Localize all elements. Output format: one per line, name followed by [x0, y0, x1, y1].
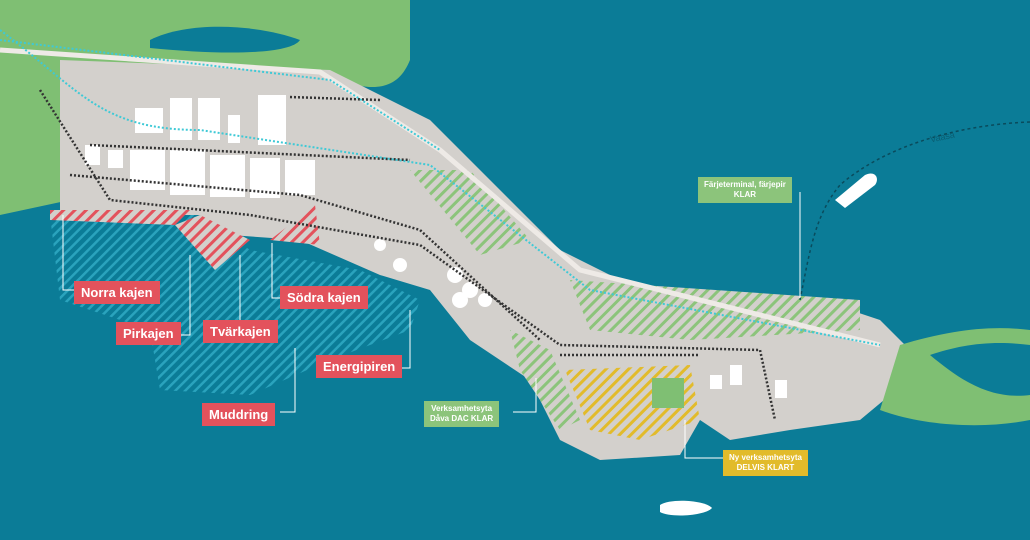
utility-lines	[0, 29, 881, 346]
label-verksamhetsyta-title: Verksamhetsyta	[431, 404, 493, 413]
buildings	[85, 95, 787, 398]
land-east	[880, 328, 1030, 426]
label-farjeterminal-status: KLAR	[733, 190, 757, 199]
label-tvarkajen: Tvärkajen	[203, 320, 278, 343]
dredging-area	[50, 215, 420, 395]
label-farjeterminal: Färjeterminal, färjepir KLAR	[698, 177, 792, 203]
road	[0, 47, 881, 348]
green-field	[652, 378, 684, 408]
ship-icon	[835, 173, 877, 208]
zone-red-south	[270, 205, 320, 245]
label-muddring: Muddring	[202, 403, 276, 426]
ship-icon	[660, 500, 712, 516]
label-ny-verksamhetsyta: Ny verksamhetsyta DELVIS KLART	[723, 450, 808, 476]
ferry-route	[799, 121, 1030, 301]
zone-green-1	[410, 170, 530, 255]
label-norra-kajen: Norra kajen	[74, 281, 160, 304]
label-verksamhetsyta-status: Dåva DAC KLAR	[430, 414, 494, 423]
leader-lines	[62, 192, 801, 459]
label-ny-verksamhetsyta-status: DELVIS KLART	[736, 463, 795, 472]
railways	[38, 89, 777, 421]
bay	[150, 26, 300, 53]
label-farjeterminal-title: Färjeterminal, färjepir	[704, 180, 786, 189]
label-energipiren: Energipiren	[316, 355, 403, 378]
zone-green-2	[570, 280, 860, 340]
label-sodra-kajen: Södra kajen	[280, 286, 368, 309]
zone-red-north	[50, 210, 190, 225]
label-pirkajen: Pirkajen	[116, 322, 181, 345]
zone-green-3	[510, 330, 580, 430]
label-verksamhetsyta: Verksamhetsyta Dåva DAC KLAR	[424, 401, 500, 427]
zone-red-pier	[175, 215, 250, 270]
label-ny-verksamhetsyta-title: Ny verksamhetsyta	[729, 453, 802, 462]
